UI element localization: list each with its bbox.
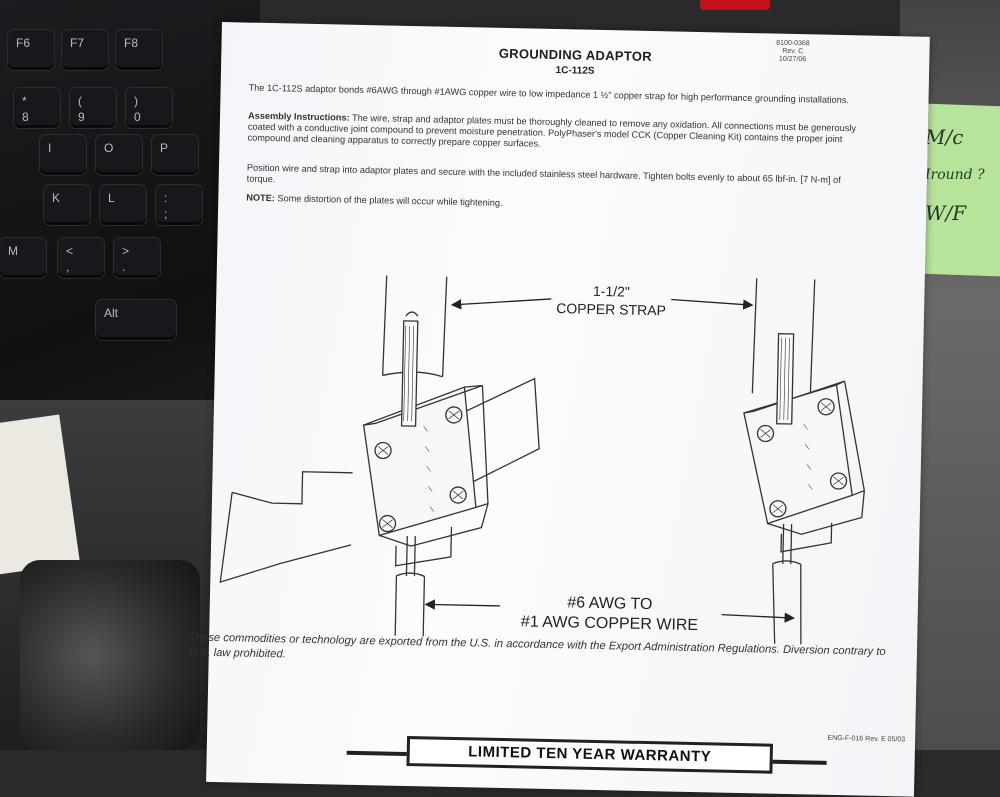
- note-text: Some distortion of the plates will occur…: [274, 193, 503, 208]
- keyboard-key: >.: [114, 238, 160, 278]
- left-copper-strap: [381, 275, 448, 377]
- right-bolt: [829, 472, 848, 490]
- keyboard-key: <,: [58, 238, 104, 278]
- wire-label-line2: #1 AWG COPPER WIRE: [521, 613, 699, 634]
- right-bolt: [769, 500, 787, 518]
- assembly-paragraph: Assembly Instructions: The wire, strap a…: [247, 111, 868, 157]
- keyboard-key: M: [0, 238, 46, 278]
- right-bolt: [817, 398, 835, 416]
- left-bolt: [374, 441, 392, 460]
- left-bolt: [449, 486, 467, 504]
- keyboard: F6 F7 F8 *8 (9 )0 I O P K L :; M <, >. A…: [0, 0, 260, 420]
- red-tab: [700, 0, 770, 10]
- assembly-label: Assembly Instructions:: [247, 110, 350, 123]
- strap-label-line2: COPPER STRAP: [556, 300, 666, 318]
- keyboard-key: O: [96, 135, 142, 175]
- left-wire-jacket: [394, 572, 426, 647]
- left-horizontal-strap: [219, 377, 540, 584]
- wire-label-line1: #6 AWG TO: [567, 594, 652, 613]
- position-paragraph: Position wire and strap into adaptor pla…: [246, 162, 841, 185]
- warranty-banner: LIMITED TEN YEAR WARRANTY: [406, 736, 774, 774]
- left-bolt: [378, 514, 397, 533]
- sticky-note-text: M/c Iround ? W/F: [925, 125, 985, 225]
- left-wire: [400, 320, 419, 427]
- form-code: ENG-F-016 Rev. E 05/03: [827, 734, 906, 744]
- keyboard-key: F7: [62, 30, 108, 70]
- note-label: NOTE:: [246, 192, 276, 204]
- right-bolt: [756, 424, 775, 443]
- right-copper-strap: [751, 278, 816, 395]
- keyboard-key: I: [40, 135, 86, 175]
- keyboard-key: *8: [14, 88, 60, 128]
- right-bracket: [743, 384, 853, 525]
- left-bolt: [445, 406, 463, 424]
- keyboard-key: :;: [156, 185, 202, 225]
- right-wire-jacket: [772, 560, 802, 647]
- keyboard-key: (9: [70, 88, 116, 128]
- keyboard-key: K: [44, 185, 90, 225]
- hardware-bag: [20, 560, 200, 750]
- keyboard-key: F8: [116, 30, 162, 70]
- strap-label-line1: 1-1/2": [593, 283, 630, 300]
- intro-paragraph: The 1C-112S adaptor bonds #6AWG through …: [248, 82, 850, 106]
- keyboard-key: L: [100, 185, 146, 225]
- keyboard-key: Alt: [96, 300, 176, 340]
- assembly-diagram: 1-1/2" COPPER STRAP #6 AWG TO #1 AWG COP…: [219, 275, 866, 647]
- instruction-sheet: 8100-0368 Rev. C 10/27/06 GROUNDING ADAP…: [189, 22, 930, 797]
- keyboard-key: P: [152, 135, 198, 175]
- note-paragraph: NOTE: Some distortion of the plates will…: [246, 193, 866, 217]
- keyboard-key: F6: [8, 30, 54, 70]
- keyboard-key: )0: [126, 88, 172, 128]
